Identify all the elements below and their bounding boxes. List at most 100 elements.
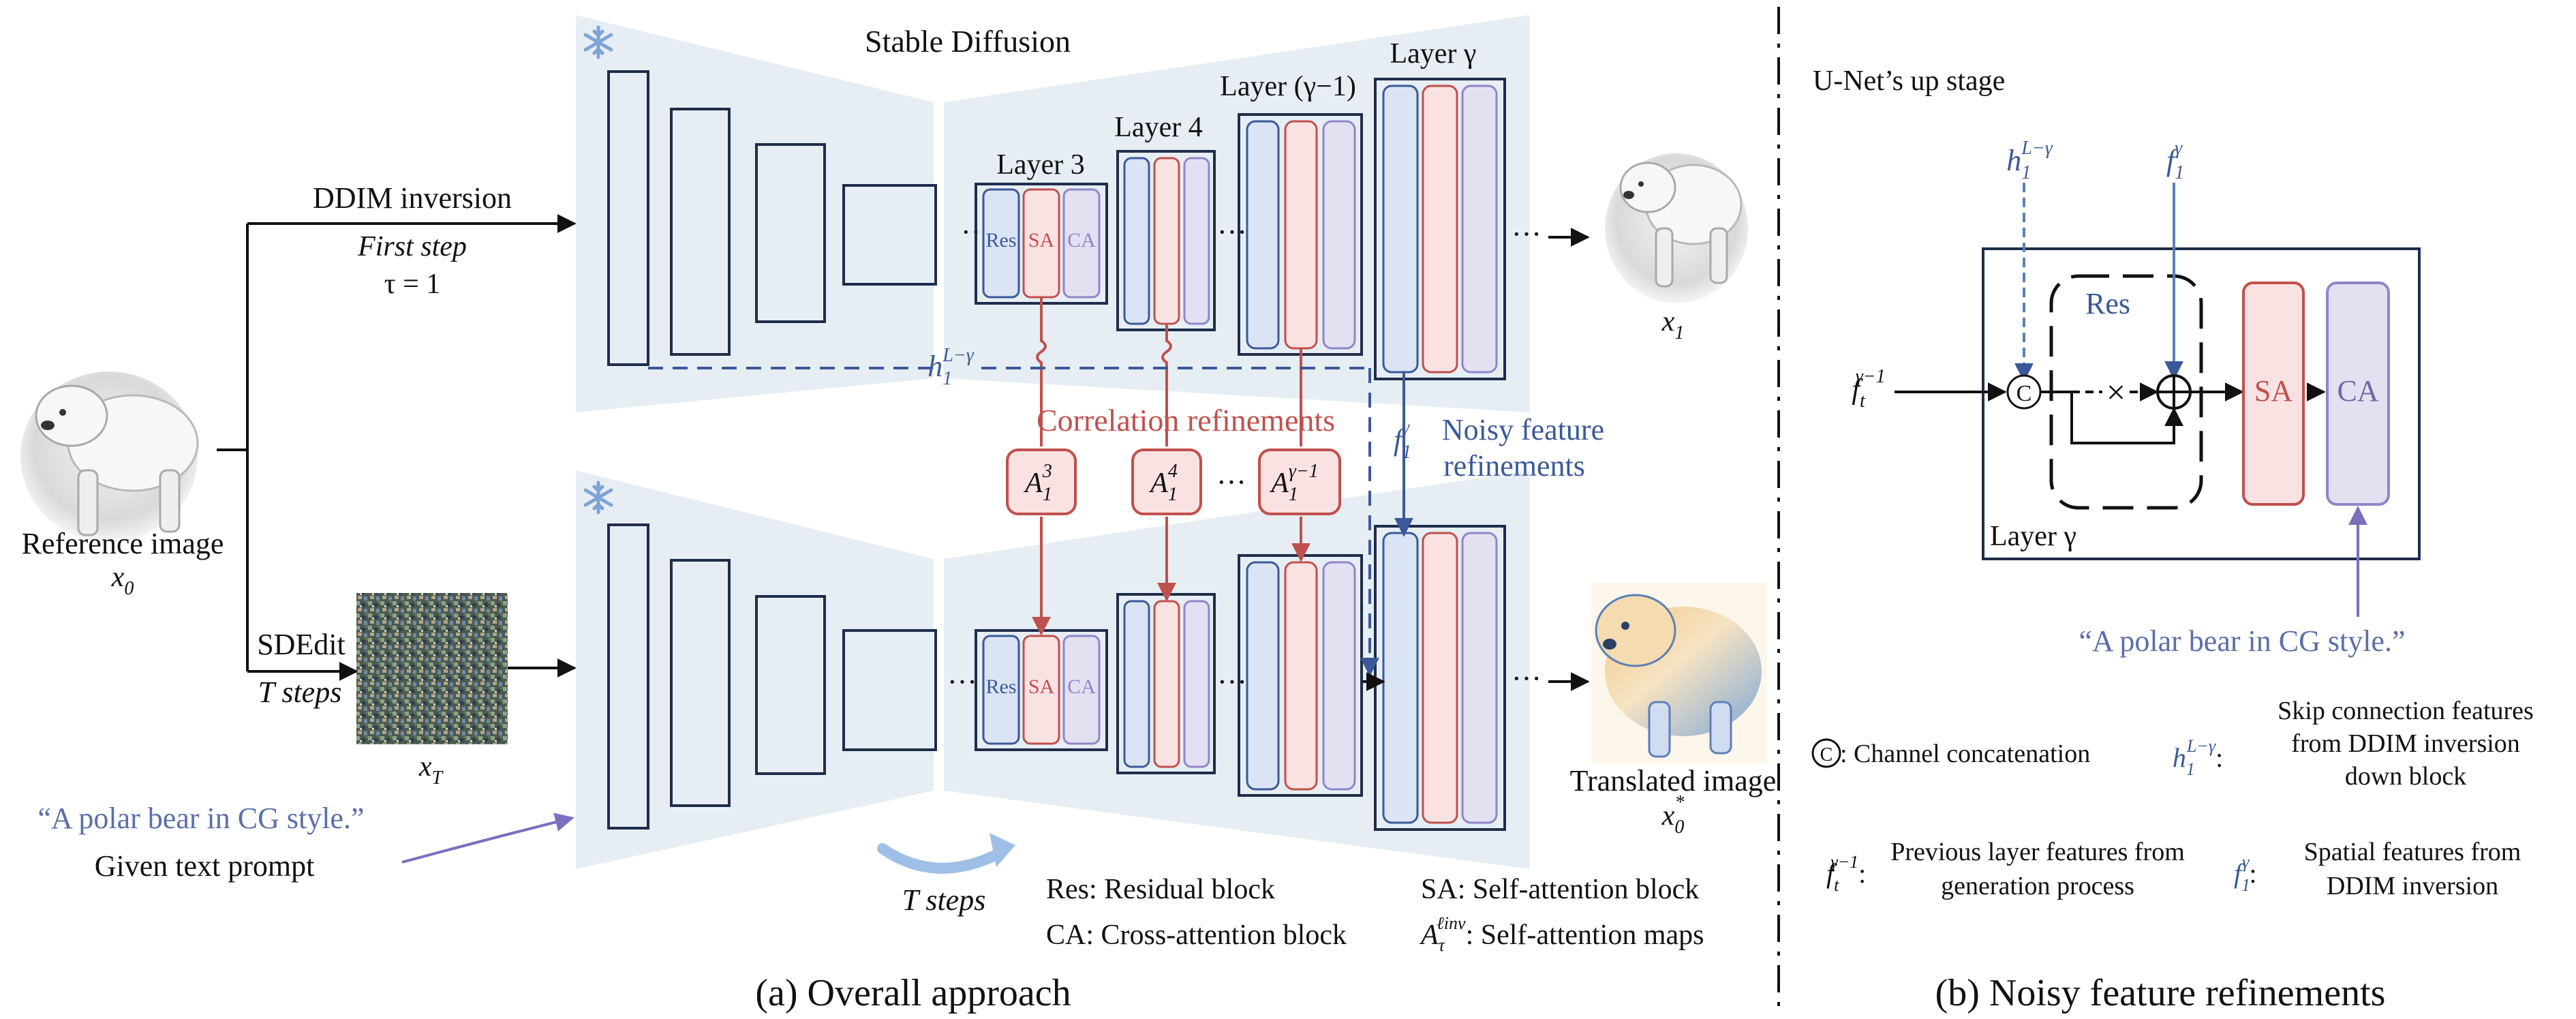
translated-image-label: Translated image	[1570, 764, 1777, 797]
svg-text:CA: CA	[1067, 229, 1096, 252]
dots: ···	[947, 665, 977, 699]
legend-ca: CA: Cross-attention block	[1046, 919, 1347, 951]
svg-text:Res: Res	[986, 675, 1017, 698]
res-paths	[2040, 382, 2326, 444]
layer-gamma-box-label: Layer γ	[1990, 521, 2076, 552]
legend-spatial: f1γ: Spatial features from DDIM inversio…	[2234, 838, 2521, 900]
layer-gamma-label: Layer γ	[1390, 38, 1477, 70]
attention-map-agamma-1: A1γ−1	[1258, 448, 1341, 515]
panel-a-caption: (a) Overall approach	[755, 972, 1071, 1014]
panel-overall-approach: Stable Diffusion ··· Layer 3 Res SA CA	[20, 15, 1776, 1014]
skip-feature-label: h1L−γ	[927, 345, 974, 389]
concat-icon: C	[2006, 374, 2042, 410]
ddim-inversion-label: DDIM inversion	[313, 181, 512, 215]
encoder-block	[670, 108, 731, 356]
layer-gamma-minus-1-top	[1238, 113, 1363, 356]
svg-text:down block: down block	[2345, 762, 2466, 791]
legend-skip: h1L−γ: Skip connection features from DDI…	[2173, 697, 2534, 791]
svg-text:f1γ:: f1γ:	[2234, 852, 2257, 895]
encoder-block	[755, 143, 826, 323]
layer3-bottom: Res SA CA	[975, 629, 1108, 751]
dots: ···	[1217, 215, 1247, 249]
prev-layer-label: ftγ−1	[1852, 366, 1885, 412]
noisy-feature-label: Noisy feature	[1442, 413, 1604, 446]
panel-b-caption: (b) Noisy feature refinements	[1935, 972, 2386, 1014]
noisy-latent-image	[356, 593, 508, 744]
layer4-top	[1116, 150, 1216, 331]
cross-icon: ×	[2106, 373, 2126, 411]
f-gamma-label: f1γ	[1394, 417, 1411, 463]
sdedit-label: SDEdit	[257, 628, 346, 661]
encoder-block	[755, 595, 826, 775]
x1-output-image	[1605, 153, 1748, 303]
svg-text:: Channel concatenation: : Channel concatenation	[1840, 740, 2090, 768]
svg-text:Previous layer features from: Previous layer features from	[1890, 838, 2185, 866]
f-gamma-label: f1γ	[2166, 138, 2184, 183]
skip-connection	[648, 367, 1379, 677]
x0-label: x0	[111, 562, 134, 599]
svg-text:generation process: generation process	[1941, 872, 2134, 900]
encoder-block	[842, 629, 937, 751]
first-step-label: First step	[357, 231, 467, 262]
ca-block: CA	[2326, 282, 2390, 506]
bottom-encoder	[607, 523, 937, 830]
layer3-label: Layer 3	[996, 149, 1084, 181]
res-block	[982, 188, 1020, 299]
svg-text:Skip connection features: Skip connection features	[2278, 697, 2534, 725]
layer-gamma-minus-1-bottom	[1238, 554, 1363, 797]
svg-text:SA: SA	[1028, 229, 1055, 252]
bottom-unet-band-left	[576, 470, 934, 869]
t-steps-label: T steps	[258, 675, 342, 709]
svg-text:C: C	[1820, 744, 1833, 765]
loop-arrow-head	[990, 833, 1015, 867]
layer-gamma-box	[1982, 247, 2421, 560]
encoder-block	[842, 184, 937, 286]
panel-b-prompt: “A polar bear in CG style.”	[2079, 624, 2406, 658]
svg-text:DDIM inversion: DDIM inversion	[2327, 872, 2498, 900]
layer-gamma-bottom	[1374, 525, 1506, 831]
reference-image-label: Reference image	[22, 527, 224, 560]
layer3-top: Res SA CA	[975, 183, 1108, 305]
dots: ···	[1216, 466, 1246, 499]
input-flow	[217, 214, 577, 681]
stable-diffusion-title: Stable Diffusion	[865, 24, 1071, 59]
correlation-links	[1032, 297, 1310, 636]
snowflake-icon	[583, 481, 613, 515]
loop-steps-label: T steps	[902, 883, 986, 917]
x0-star-label: x0*	[1661, 792, 1685, 838]
layer4-label: Layer 4	[1114, 112, 1202, 143]
svg-text:C: C	[2017, 381, 2032, 406]
svg-text:from DDIM inversion: from DDIM inversion	[2291, 729, 2520, 758]
text-prompt: “A polar bear in CG style.”	[38, 802, 365, 835]
encoder-block	[607, 523, 649, 830]
layer4-bottom	[1116, 593, 1216, 774]
legend-sa: SA: Self-attention block	[1421, 874, 1699, 905]
svg-text:ftγ−1:: ftγ−1:	[1826, 852, 1866, 895]
svg-text:A13: A13	[1023, 461, 1052, 505]
ca-block	[1062, 188, 1101, 299]
x1-label: x1	[1661, 306, 1685, 344]
legend-prev: ftγ−1: Previous layer features from gene…	[1826, 838, 2185, 900]
encoder-block	[607, 70, 649, 366]
dots: ···	[1512, 662, 1542, 695]
svg-text:SA: SA	[1028, 675, 1055, 698]
reference-image	[20, 371, 199, 542]
dots: ···	[1217, 665, 1247, 699]
noisy-feature-label: refinements	[1443, 449, 1585, 483]
snowflake-icon	[583, 25, 613, 59]
dots: ···	[1512, 217, 1542, 251]
translated-image	[1591, 583, 1767, 763]
sa-block: SA	[2242, 282, 2305, 506]
attention-map-a4: A14	[1131, 448, 1202, 515]
tau-label: τ = 1	[384, 269, 441, 300]
sum-icon	[2156, 374, 2192, 410]
legend-concat: C : Channel concatenation	[1811, 738, 2090, 768]
loop-arrow-icon	[877, 843, 1007, 874]
top-unet-band-left	[576, 15, 934, 412]
layer-gamma-top	[1374, 78, 1506, 380]
svg-text:A1γ−1: A1γ−1	[1269, 461, 1319, 505]
legend-res: Res: Residual block	[1046, 874, 1275, 905]
h-skip-label: h1L−γ	[2006, 138, 2053, 183]
correlation-label: Correlation refinements	[1037, 403, 1335, 438]
